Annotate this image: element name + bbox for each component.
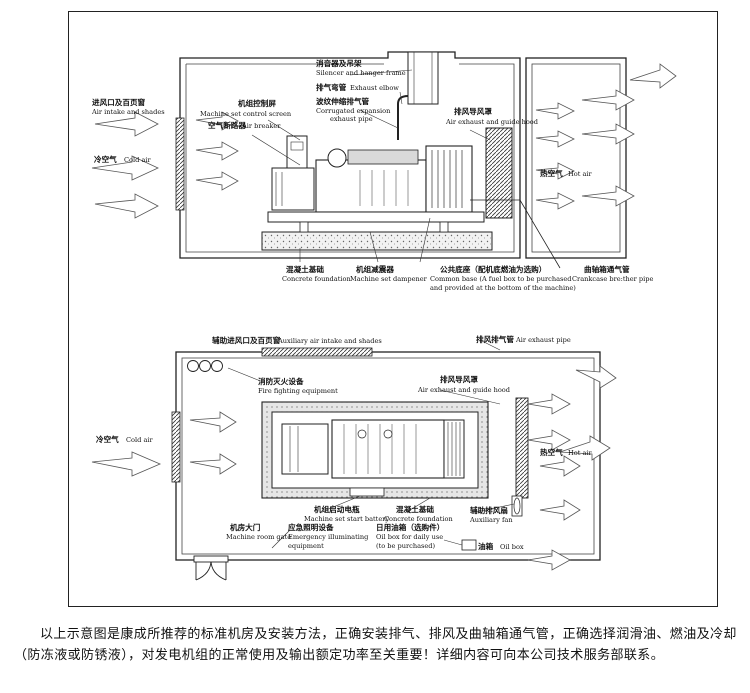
- bottom-engine: [331, 419, 465, 479]
- label-gate-en: Machine room gate: [226, 533, 291, 541]
- label-emergency-en1: Emergency illuminating: [288, 533, 369, 541]
- alternator: [271, 167, 315, 211]
- oil-box: [461, 539, 477, 551]
- label-cold-air-bottom-en: Cold air: [126, 436, 153, 444]
- label-guide-hood-top-en: Air exhaust and guide hood: [445, 118, 539, 126]
- label-battery-zh: 机组启动电瓶: [314, 504, 360, 514]
- label-common-base-en1: Common base (A fuel box to be purchased: [430, 275, 572, 283]
- label-exhaust-elbow-en: Exhaust elbow: [350, 84, 399, 92]
- label-emergency-zh: 应急照明设备: [288, 522, 334, 532]
- label-gate-zh: 机房大门: [230, 522, 261, 532]
- label-control-screen-zh: 机组控制屏: [238, 98, 276, 108]
- label-common-base-en2: and provided at the bottom of the machin…: [430, 284, 576, 292]
- control-screen: [286, 135, 308, 171]
- label-air-breaker-zh: 空气断路器: [208, 120, 246, 130]
- label-oil-daily-zh: 日用油箱（选购件）: [376, 522, 444, 532]
- label-dampener-zh: 机组减震器: [356, 264, 394, 274]
- label-crankcase-en: Crankcase bre:ther pipe: [572, 275, 653, 283]
- label-concrete-bottom-zh: 混凝土基础: [396, 504, 434, 514]
- label-guide-hood-top-zh: 排风导风罩: [454, 106, 492, 116]
- diagram-frame: [68, 11, 718, 607]
- bottom-exhaust-hood: [515, 397, 529, 499]
- label-exhaust-pipe-zh: 排风排气管: [476, 334, 514, 344]
- label-oil-box-zh: 油箱: [478, 541, 494, 551]
- label-cold-air-top: 冷空气: [94, 154, 117, 164]
- label-oil-daily-en2: (to be purchased): [376, 542, 436, 550]
- label-common-base-zh: 公共底座（配机底燃油为选购）: [440, 264, 546, 274]
- label-aux-intake-en: Auxiliary air intake and shades: [277, 337, 382, 345]
- start-battery: [349, 487, 385, 497]
- label-concrete-top-zh: 混凝土基础: [286, 264, 324, 274]
- label-fire-en: Fire fighting equipment: [258, 387, 338, 395]
- engine-block: [315, 145, 473, 213]
- label-air-breaker-en: Air breaker: [241, 122, 281, 130]
- top-room-wall: [179, 51, 521, 259]
- label-aux-fan-zh: 辅助排风扇: [470, 505, 508, 515]
- label-hot-air-top: 热空气: [540, 168, 563, 178]
- label-silencer-en: Silencer and hanger frame: [316, 69, 406, 77]
- label-oil-box-en: Oil box: [500, 543, 524, 551]
- exhaust-enclosure: [525, 57, 627, 259]
- label-oil-daily-en1: Oil box for daily use: [376, 533, 443, 541]
- label-expansion-pipe-zh: 波纹伸缩排气管: [316, 96, 370, 106]
- label-cold-air-bottom: 冷空气: [96, 434, 119, 444]
- top-airflow-arrows: [91, 63, 677, 219]
- label-hot-air-top-en: Hot air: [568, 170, 593, 178]
- label-concrete-bottom-en: Concrete foundation: [384, 515, 453, 523]
- aux-intake-shade: [261, 347, 373, 357]
- top-concrete-foundation: [261, 231, 493, 251]
- label-hot-air-bottom: 热空气: [540, 447, 563, 457]
- exhaust-guide-hood: [485, 127, 513, 219]
- label-expansion-pipe-en2: exhaust pipe: [330, 115, 373, 123]
- label-emergency-en2: equipment: [288, 542, 324, 550]
- label-exhaust-elbow-zh: 排气弯管: [316, 82, 347, 92]
- label-concrete-top-en: Concrete foundation: [282, 275, 351, 283]
- common-base: [267, 211, 485, 223]
- label-cold-air-top-en: Cold air: [124, 156, 151, 164]
- label-fire-zh: 消防灭火设备: [258, 376, 304, 386]
- label-air-intake-en: Air intake and shades: [91, 108, 165, 116]
- top-view: 进风口及百页窗 Air intake and shades 冷空气 Cold a…: [91, 51, 677, 292]
- label-control-screen-en: Machine set control screen: [200, 110, 292, 118]
- label-guide-hood-bottom-zh: 排风导风罩: [440, 374, 478, 384]
- bottom-view: 辅助进风口及百页窗 Auxiliary air intake and shade…: [91, 334, 617, 581]
- label-crankcase-zh: 曲轴箱通气管: [584, 264, 630, 274]
- label-aux-fan-en: Auxiliary fan: [469, 516, 513, 524]
- label-aux-intake-zh: 辅助进风口及百页窗: [212, 335, 281, 345]
- bottom-airflow-arrows: [91, 365, 617, 571]
- label-hot-air-bottom-en: Hot air: [568, 449, 593, 457]
- label-exhaust-pipe-en: Air exhaust pipe: [515, 336, 571, 344]
- bottom-alternator: [281, 423, 329, 475]
- crankcase-breather-pipe: [470, 199, 561, 269]
- label-guide-hood-bottom-en: Air exhaust and guide hood: [417, 386, 511, 394]
- machine-room-gate: [193, 555, 229, 581]
- exhaust-stack: [407, 51, 439, 105]
- label-battery-en: Machine set start battery: [304, 515, 389, 523]
- label-dampener-en: Machine set dampener: [350, 275, 428, 283]
- label-silencer-zh: 消音器及吊架: [316, 58, 362, 68]
- fire-extinguishers: [187, 360, 223, 372]
- label-air-intake-zh: 进风口及百页窗: [92, 97, 146, 107]
- intake-louver: [175, 117, 185, 211]
- label-expansion-pipe-en1: Corrugated expansion: [316, 107, 391, 115]
- diagram-caption: 以上示意图是康成所推荐的标准机房及安装方法，正确安装排气、排风及曲轴箱通气管，正…: [14, 627, 737, 663]
